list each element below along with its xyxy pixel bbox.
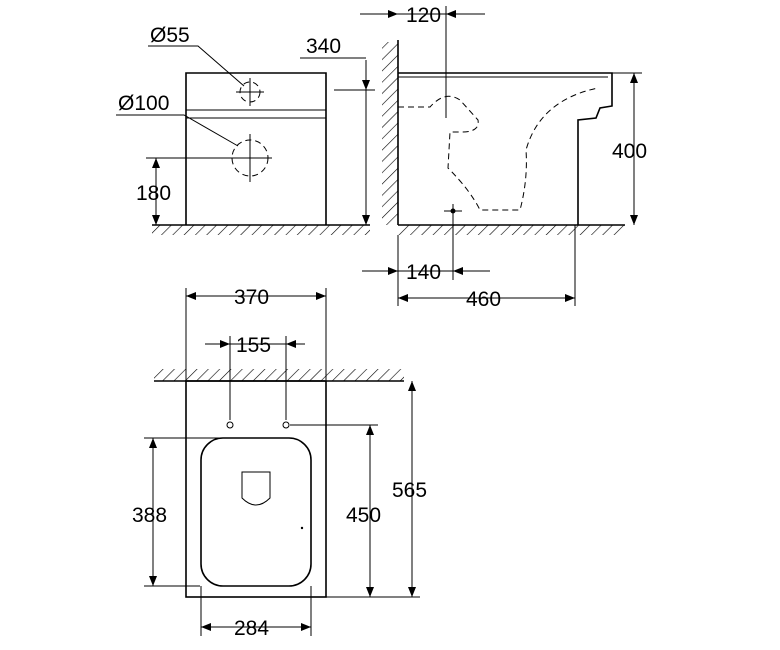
leader-dia100 — [116, 114, 239, 147]
side-bowl-trap — [398, 87, 599, 211]
dim-340-arrow-top — [362, 80, 370, 90]
top-small-dot — [300, 526, 304, 530]
label-565: 565 — [392, 479, 427, 502]
label-388: 388 — [132, 504, 167, 527]
side-toilet-body — [398, 72, 613, 225]
dim-155-arrow-l — [220, 340, 230, 348]
dim-284-arrow-r — [301, 623, 311, 631]
label-120: 120 — [406, 4, 441, 27]
dim-400-arrow-bot — [630, 215, 638, 225]
label-180: 180 — [136, 182, 171, 205]
fixing-point-right — [282, 421, 290, 429]
label-140: 140 — [406, 261, 441, 284]
front-floor-hatch — [152, 225, 370, 235]
side-view: 120 400 140 460 — [360, 4, 647, 311]
dim-460-arrow-l — [398, 294, 408, 302]
side-floor-hatch — [398, 225, 625, 235]
top-view: 370 155 388 450 — [132, 286, 427, 640]
dim-140-arrow-r — [453, 267, 463, 275]
dim-370-arrow-r — [316, 292, 326, 300]
front-view: Ø55 Ø100 180 340 — [116, 24, 375, 235]
dim-340-arrow-bot — [362, 215, 370, 225]
dim-450-arrow-top — [366, 425, 374, 435]
top-seat-outline — [200, 437, 312, 587]
dim-370-arrow-l — [186, 292, 196, 300]
dim-180-arrow-bot — [152, 215, 160, 225]
label-284: 284 — [234, 617, 269, 640]
dim-140-arrow-l — [388, 267, 398, 275]
label-400: 400 — [612, 140, 647, 163]
leader-dia55 — [148, 45, 245, 87]
dim-388-arrow-top — [149, 438, 157, 448]
front-toilet-body — [185, 72, 327, 225]
label-450: 450 — [346, 504, 381, 527]
dim-120-arrow-l — [388, 10, 398, 18]
dim-155-arrow-r — [286, 340, 296, 348]
dim-565-arrow-bot — [408, 587, 416, 597]
top-body-outline — [185, 380, 327, 598]
dim-450-arrow-bot — [366, 587, 374, 597]
dim-284-arrow-l — [201, 623, 211, 631]
dim-388-arrow-bot — [149, 576, 157, 586]
label-dia100: Ø100 — [118, 92, 169, 115]
dim-460-arrow-r — [565, 294, 575, 302]
top-wall-hatch — [154, 369, 404, 381]
label-460: 460 — [466, 288, 501, 311]
fixing-point-left — [226, 421, 234, 429]
label-340: 340 — [306, 35, 341, 58]
dim-400-arrow-top — [630, 73, 638, 83]
label-155: 155 — [236, 334, 271, 357]
label-dia55: Ø55 — [150, 24, 190, 47]
top-bowl-opening — [241, 471, 271, 506]
side-wall-hatch — [382, 42, 398, 225]
label-370: 370 — [234, 286, 269, 309]
dim-120-arrow-r — [446, 10, 456, 18]
dim-565-arrow-top — [408, 381, 416, 391]
dim-180-arrow-top — [152, 158, 160, 168]
